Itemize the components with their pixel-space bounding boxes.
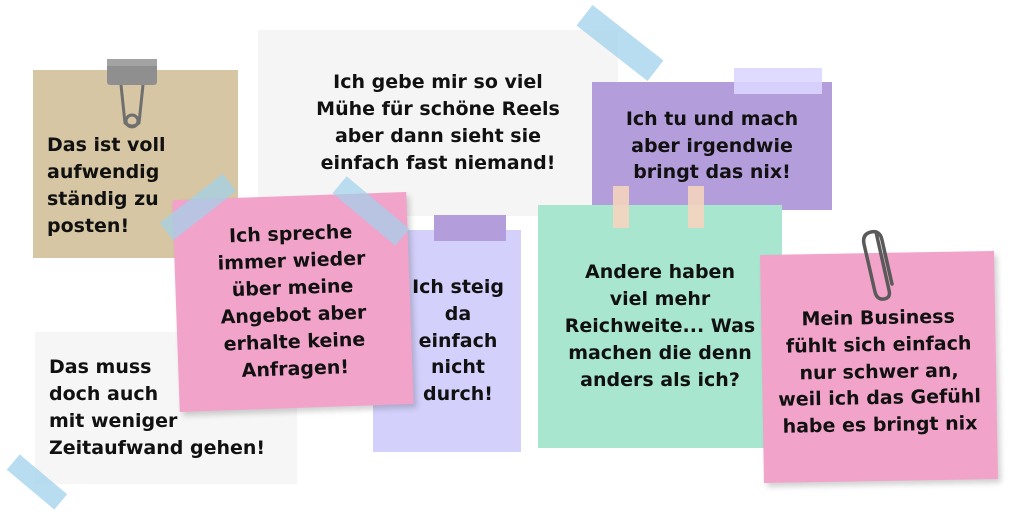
tape-strip-icon xyxy=(613,186,629,228)
note-reels-text: Ich gebe mir so viel Mühe für schöne Ree… xyxy=(316,71,560,174)
note-tan: Das ist voll aufwendig ständig zu posten… xyxy=(33,70,238,258)
note-business-text: Mein Business fühlt sich einfach nur sch… xyxy=(778,305,982,439)
note-pink-offer-text: Ich spreche immer wieder über meine Ange… xyxy=(217,220,367,382)
note-lavender-text: Ich steig da einfach nicht durch! xyxy=(412,275,504,406)
note-zeit-text: Das muss doch auch mit weniger Zeitaufwa… xyxy=(49,356,266,459)
note-mint-text: Andere haben viel mehr Reichweite... Was… xyxy=(564,261,756,391)
note-purple: Ich tu und mach aber irgendwie bringt da… xyxy=(592,82,832,210)
note-mint: Andere haben viel mehr Reichweite... Was… xyxy=(538,205,782,448)
binder-clip-icon xyxy=(107,59,157,129)
note-tan-text: Das ist voll aufwendig ständig zu posten… xyxy=(47,134,166,238)
tape-strip-icon xyxy=(688,186,704,228)
tape-strip-icon xyxy=(434,215,506,241)
tape-strip-icon xyxy=(734,68,822,94)
note-purple-text: Ich tu und mach aber irgendwie bringt da… xyxy=(625,107,799,184)
note-reels: Ich gebe mir so viel Mühe für schöne Ree… xyxy=(258,30,618,216)
paper-clip-icon xyxy=(861,229,894,301)
